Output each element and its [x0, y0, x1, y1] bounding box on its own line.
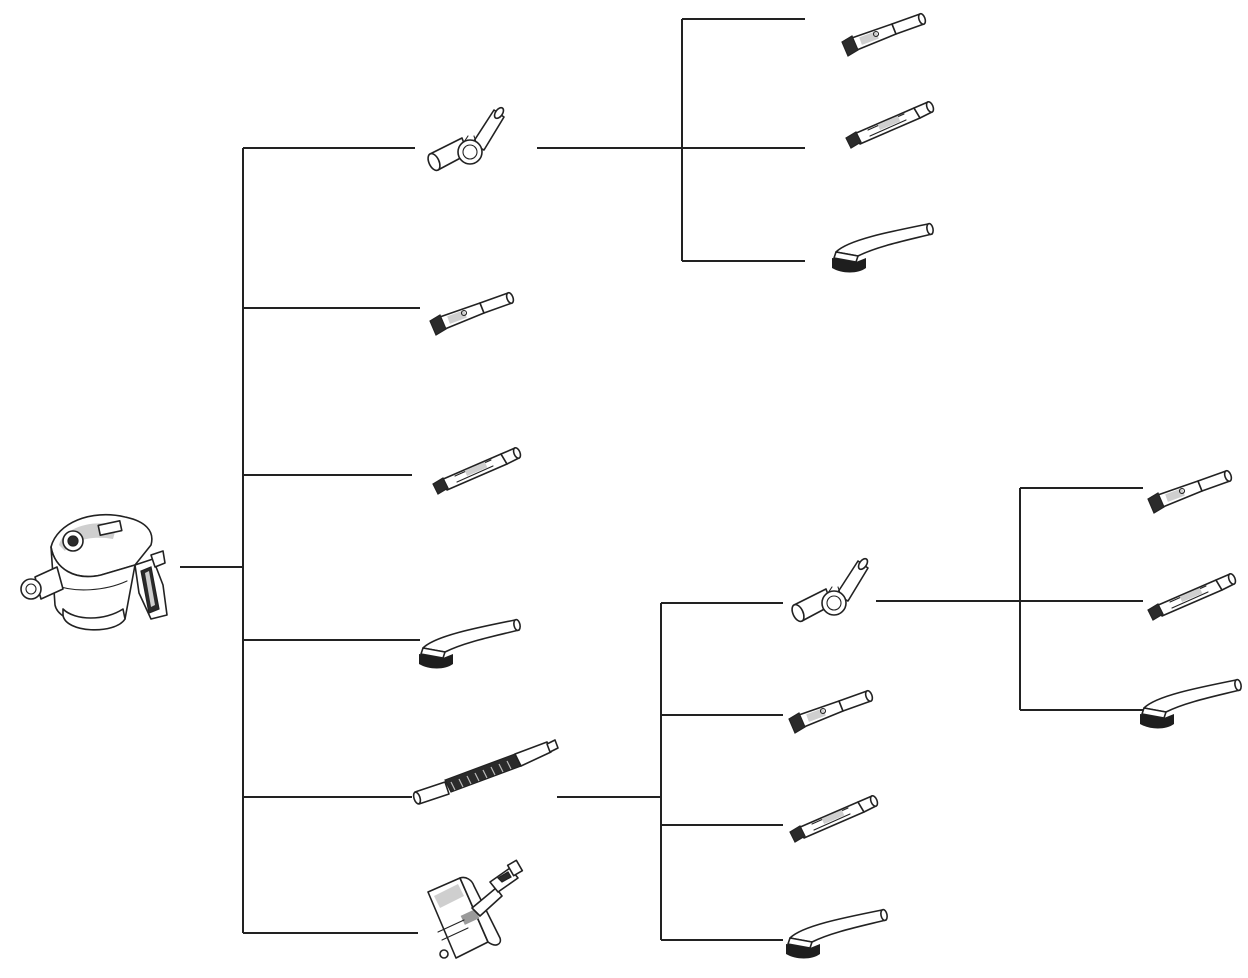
- crevice-tool-icon: [845, 99, 936, 149]
- crevice-tool-icon: [789, 793, 880, 843]
- upholstery-brush-icon: [418, 618, 522, 670]
- connector-lines: [180, 18, 1143, 941]
- crevice-tool-icon: [432, 445, 523, 495]
- extension-hose-icon: [411, 739, 559, 806]
- dusting-brush-icon: [1147, 469, 1234, 514]
- dusting-brush-icon: [788, 689, 875, 734]
- dusting-brush-icon: [841, 12, 928, 57]
- upholstery-brush-icon: [831, 222, 935, 274]
- upholstery-brush-icon: [785, 908, 889, 960]
- angle-adapter-icon: [424, 105, 507, 174]
- vacuum-body-icon: [20, 513, 168, 631]
- dusting-brush-icon: [429, 291, 516, 336]
- motorized-brush-icon: [427, 859, 524, 959]
- angle-adapter-icon: [788, 556, 871, 625]
- upholstery-brush-icon: [1139, 678, 1243, 730]
- crevice-tool-icon: [1147, 571, 1238, 621]
